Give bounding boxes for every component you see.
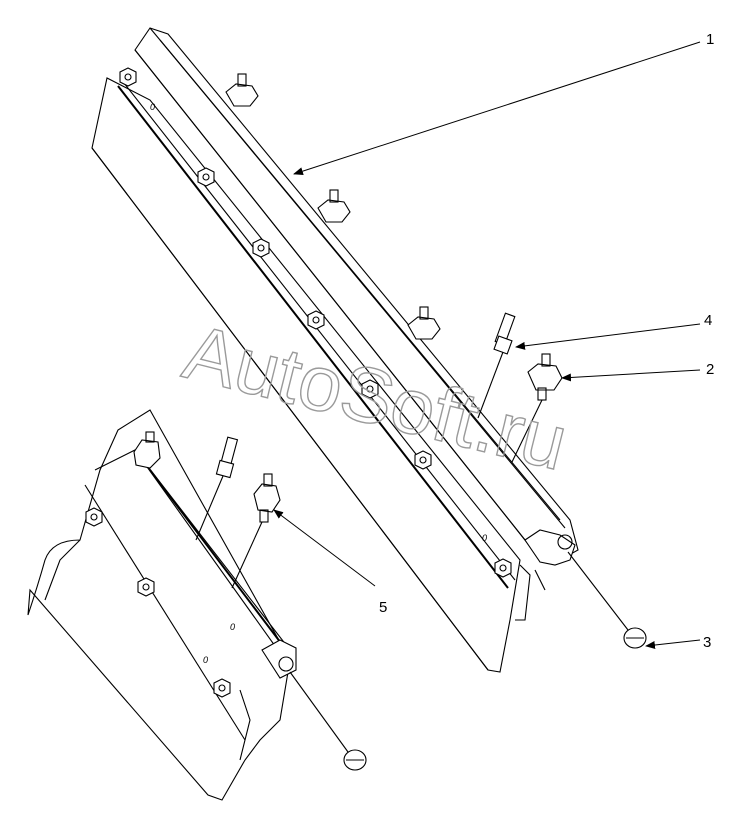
leader-4 [515, 323, 701, 350]
leader-1 [293, 41, 701, 176]
wing-nut [225, 73, 259, 107]
callout-label-3: 3 [703, 634, 711, 651]
leader-5 [273, 509, 376, 587]
leader-2 [561, 369, 701, 382]
bolt [137, 577, 155, 597]
callout-label-1: 1 [706, 31, 714, 48]
callout-label-5: 5 [379, 599, 387, 616]
bolt [119, 67, 137, 87]
bolt [252, 238, 270, 258]
bolt [361, 379, 379, 399]
bolt [213, 678, 231, 698]
bolt [197, 167, 215, 187]
end-cap [623, 627, 647, 649]
callout-label-4: 4 [704, 312, 712, 329]
valve-nut [253, 473, 281, 523]
hose-fitting [215, 436, 239, 479]
bolt [307, 310, 325, 330]
hose-fitting [493, 312, 516, 355]
callout-label-2: 2 [706, 361, 714, 378]
leader-3 [645, 639, 701, 649]
part-mark: 0 [203, 655, 208, 665]
part-mark: 0 [482, 533, 487, 543]
valve-nut [527, 353, 563, 401]
wing-nut [407, 306, 441, 340]
callout-leaders [273, 41, 701, 649]
main-rail-assembly [91, 27, 647, 673]
bolt [414, 450, 432, 470]
part-mark: 0 [150, 102, 155, 112]
valve-fitting [133, 431, 161, 469]
detail-rail-assembly [27, 409, 367, 801]
wing-nut [317, 189, 351, 223]
bolt [85, 507, 103, 527]
end-cap [343, 749, 367, 771]
bolt [494, 558, 512, 578]
part-mark: 0 [230, 622, 235, 632]
mounting-plate [91, 77, 521, 673]
detail-plate [27, 409, 291, 801]
